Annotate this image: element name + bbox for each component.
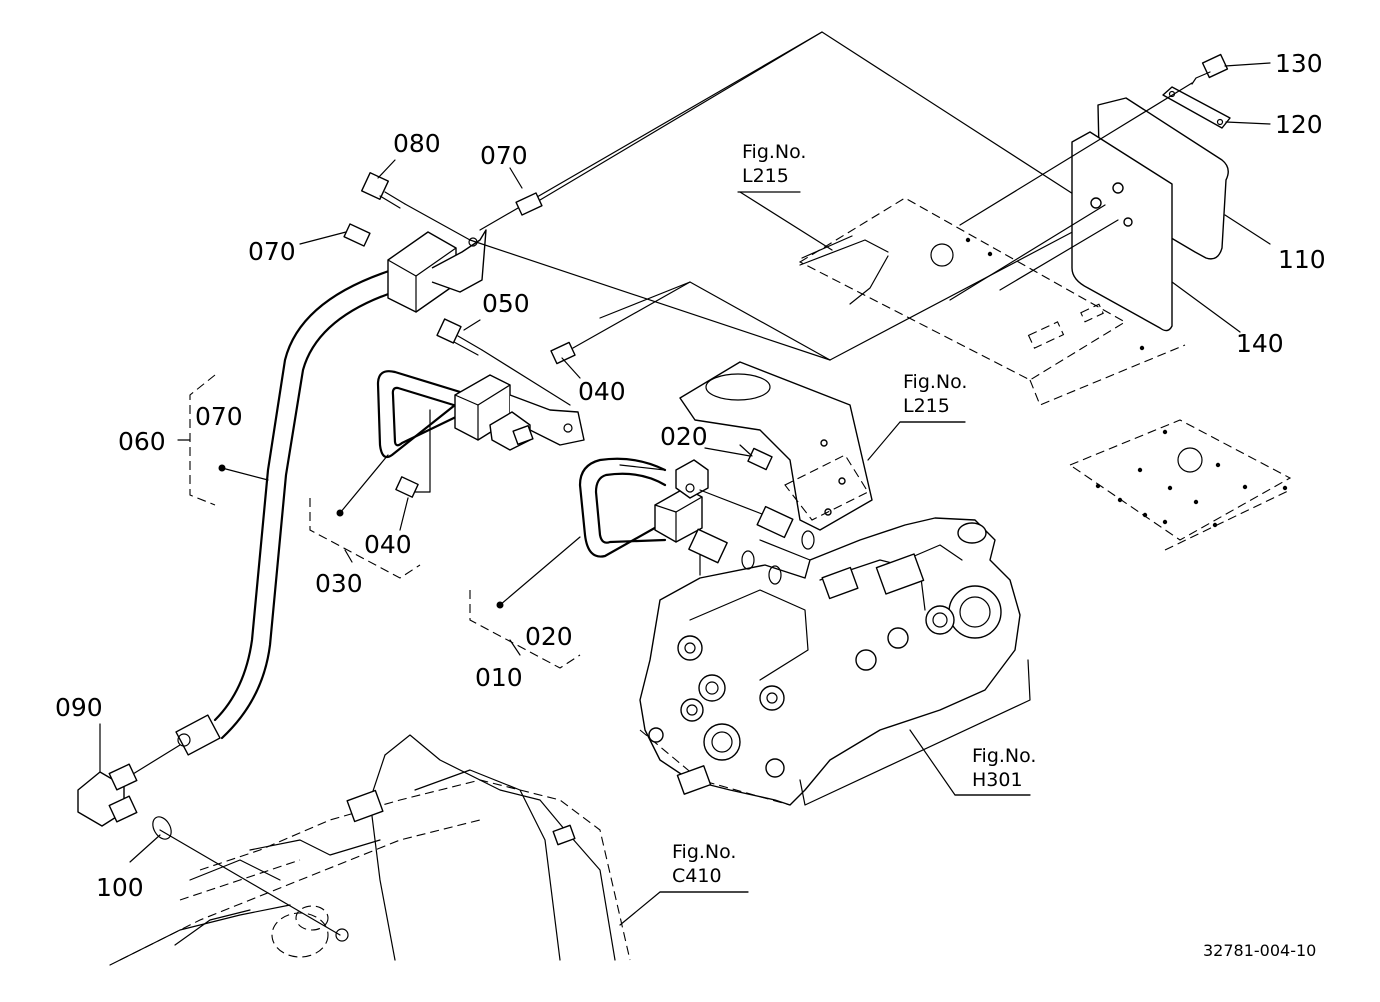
transmission-case — [109, 734, 631, 966]
bolt-050 — [436, 318, 571, 406]
part-label-080: 080 — [393, 129, 441, 158]
part-label-050: 050 — [482, 289, 530, 318]
svg-text:H301: H301 — [972, 769, 1023, 791]
fitting-040-b — [395, 476, 419, 498]
bolt-080 — [361, 172, 831, 361]
group-bracket-010 — [469, 590, 581, 669]
fitting-020-a — [704, 447, 773, 471]
fitting-040-a — [550, 281, 691, 365]
leader-lines — [99, 62, 1271, 926]
part-label-140: 140 — [1236, 329, 1284, 358]
svg-text:C410: C410 — [672, 865, 722, 887]
figure-ref-c410: Fig.No. C410 — [659, 841, 749, 893]
figure-ref-h301: Fig.No. H301 — [954, 745, 1036, 796]
part-label-090: 090 — [55, 693, 103, 722]
pipe-010 — [578, 457, 709, 558]
svg-text:Fig.No.: Fig.No. — [972, 745, 1036, 767]
support-bracket — [679, 361, 873, 531]
bolt-130 — [959, 53, 1229, 226]
svg-text:Fig.No.: Fig.No. — [672, 841, 736, 863]
part-label-110: 110 — [1278, 245, 1326, 274]
part-label-030: 030 — [315, 569, 363, 598]
pipe-060 — [119, 268, 402, 783]
fitting-070-a — [299, 223, 371, 247]
gasket — [1071, 131, 1173, 332]
figure-ref-l215-mid: Fig.No. L215 — [899, 371, 967, 423]
drawing-number: 32781-004-10 — [1203, 941, 1316, 960]
strap-plate — [1162, 86, 1231, 129]
part-label-070-top: 070 — [480, 141, 528, 170]
part-label-070-left: 070 — [248, 237, 296, 266]
adapter-fitting-b — [688, 528, 782, 585]
group-bracket-060 — [177, 374, 216, 506]
control-valve-body — [639, 517, 1031, 806]
part-label-060: 060 — [118, 427, 166, 456]
figure-ref-l215-top: Fig.No. L215 — [737, 141, 806, 193]
part-label-020-group: 020 — [525, 622, 573, 651]
elbow-090 — [77, 763, 138, 827]
part-label-010: 010 — [475, 663, 523, 692]
leader-dots — [218, 464, 504, 609]
pipe-clamp-block — [387, 229, 487, 313]
svg-text:L215: L215 — [903, 395, 950, 417]
part-label-100: 100 — [96, 873, 144, 902]
part-label-040-right: 040 — [578, 377, 626, 406]
o-ring-100 — [152, 816, 172, 840]
svg-text:Fig.No.: Fig.No. — [903, 371, 967, 393]
fitting-070-b — [515, 31, 823, 216]
svg-text:L215: L215 — [742, 165, 789, 187]
part-label-040-bottom: 040 — [364, 530, 412, 559]
adapter-fitting-a — [699, 489, 815, 550]
group-bracket-030 — [309, 498, 421, 579]
pipe-030 — [376, 370, 585, 493]
part-label-130: 130 — [1275, 49, 1323, 78]
part-label-120: 120 — [1275, 110, 1323, 139]
part-label-020-top: 020 — [660, 422, 708, 451]
part-labels: 130 120 110 140 080 070 070 070 060 050 … — [55, 49, 1326, 902]
svg-text:Fig.No.: Fig.No. — [742, 141, 806, 163]
part-label-070-group: 070 — [195, 402, 243, 431]
